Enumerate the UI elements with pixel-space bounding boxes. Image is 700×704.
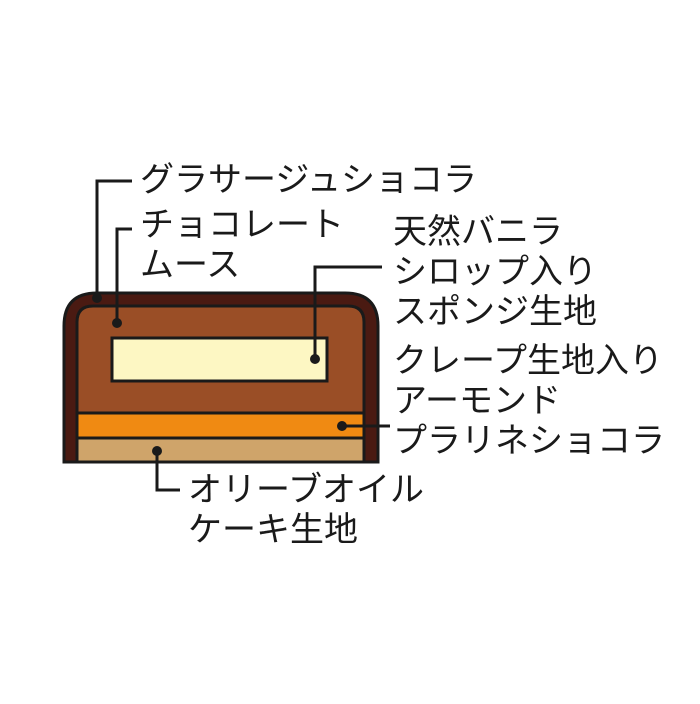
label-sponge-line-1: 天然バニラ xyxy=(393,212,563,252)
leader-line-mousse xyxy=(115,227,132,322)
label-olive-cake-line-2: ケーキ生地 xyxy=(188,510,358,550)
label-glacage: グラサージュショコラ xyxy=(140,160,477,200)
leader-dot-praline xyxy=(337,421,347,431)
label-sponge: 天然バニラ シロップ入り スポンジ生地 xyxy=(393,212,597,332)
leader-line-glacage xyxy=(95,179,132,297)
label-praline: クレープ生地入り アーモンド プラリネショコラ xyxy=(393,341,665,461)
label-mousse: チョコレート ムース xyxy=(140,205,344,285)
label-sponge-line-3: スポンジ生地 xyxy=(393,292,597,332)
label-praline-line-1: クレープ生地入り xyxy=(393,341,663,381)
label-praline-line-3: プラリネショコラ xyxy=(393,421,665,461)
leader-dot-mousse xyxy=(112,318,122,328)
olive-cake-layer xyxy=(75,436,366,464)
label-mousse-line-1: チョコレート xyxy=(140,205,344,245)
leader-line-olive-cake xyxy=(155,451,180,492)
label-sponge-line-2: シロップ入り xyxy=(393,252,597,292)
leader-dot-glacage xyxy=(92,293,102,303)
label-olive-cake: オリーブオイル ケーキ生地 xyxy=(188,470,424,550)
label-olive-cake-line-1: オリーブオイル xyxy=(188,470,424,510)
leader-line-sponge xyxy=(313,265,382,359)
label-mousse-line-2: ムース xyxy=(140,245,241,285)
leader-dot-olive-cake xyxy=(152,446,162,456)
leader-dot-sponge xyxy=(310,354,320,364)
praline-layer xyxy=(75,411,366,440)
label-glacage-line-1: グラサージュショコラ xyxy=(140,160,477,200)
sponge-layer xyxy=(110,336,329,383)
label-praline-line-2: アーモンド xyxy=(393,381,561,421)
